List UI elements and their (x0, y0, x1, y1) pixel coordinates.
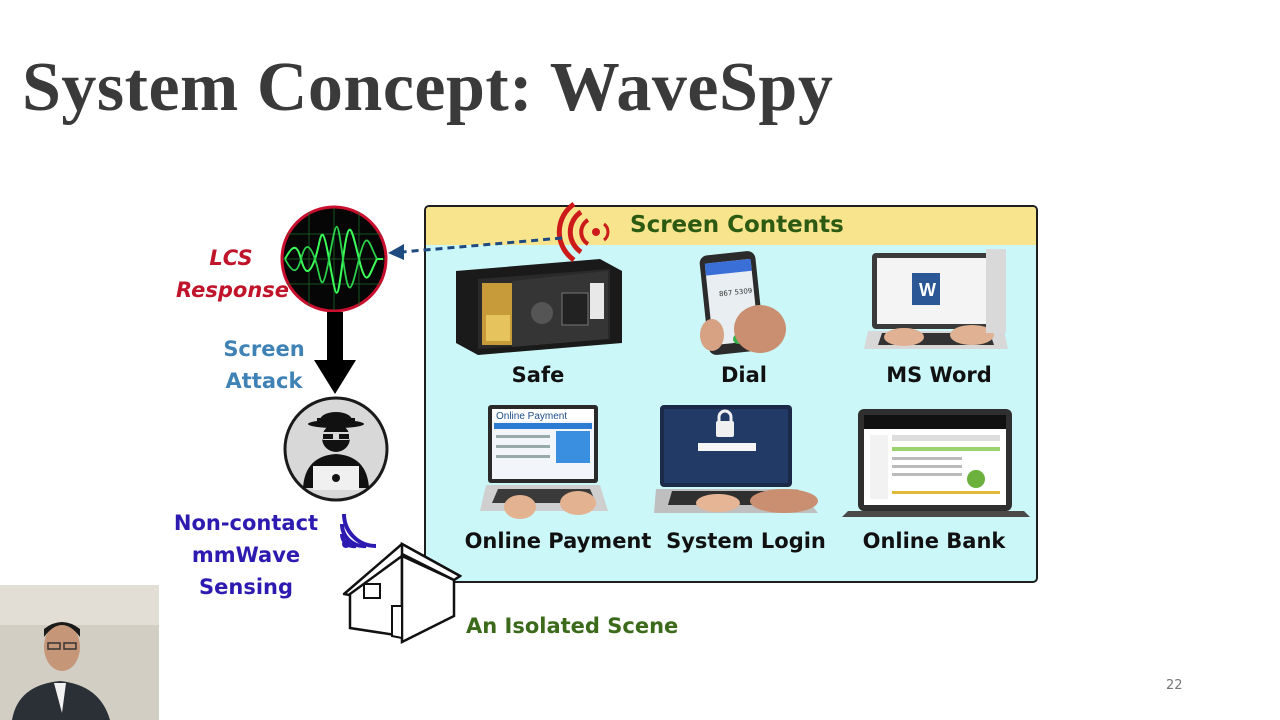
safe-icon (456, 259, 622, 355)
panel-title: Screen Contents (630, 212, 844, 238)
svg-text:W: W (919, 280, 936, 300)
panel-header (426, 207, 1036, 245)
screen-attack-label: Screen Attack (214, 333, 314, 397)
laptop-login-icon (654, 405, 818, 513)
down-arrow (314, 312, 356, 394)
item-label-online-bank: Online Bank (862, 529, 1006, 553)
laptop-payment-icon: Online Payment (480, 405, 608, 519)
page-number: 22 (1166, 678, 1183, 693)
laptop-bank-icon (842, 409, 1030, 517)
isolated-scene-label: An Isolated Scene (466, 614, 679, 638)
sensing-line3: Sensing (199, 575, 293, 599)
house-icon (342, 541, 463, 645)
sensing-line1: Non-contact (173, 511, 319, 535)
sensing-line2: mmWave (191, 543, 301, 567)
presenter-webcam (0, 585, 159, 720)
dashed-arrow (388, 236, 563, 260)
hacker-icon (283, 396, 389, 502)
item-label-dial: Dial (721, 363, 767, 387)
laptop-word-icon: W (864, 249, 1008, 349)
slide-title: System Concept: WaveSpy (22, 49, 834, 126)
item-label-msword: MS Word (886, 363, 992, 387)
mmwave-signal-icon (339, 513, 377, 549)
lcs-waveform-icon (280, 205, 388, 313)
payment-screen-title: Online Payment (496, 411, 567, 422)
attack-line1: Screen (223, 337, 305, 361)
phone-dial-icon: 867 5309 (699, 251, 786, 355)
item-label-online-payment: Online Payment (464, 529, 652, 553)
dial-number: 867 5309 (719, 287, 753, 298)
emission-waves-icon (556, 201, 610, 263)
item-label-system-login: System Login (666, 529, 826, 553)
mmwave-sensing-label: Non-contact mmWave Sensing (168, 507, 324, 603)
screen-contents-panel: Screen Contents Safe 867 5309 Dial W MS … (424, 205, 1038, 583)
lcs-line2: Response (176, 278, 290, 302)
lcs-line1: LCS (209, 246, 253, 270)
lcs-response-label: LCS Response (176, 242, 290, 306)
presenter-image (0, 585, 159, 720)
item-label-safe: Safe (511, 363, 565, 387)
attack-line2: Attack (225, 369, 303, 393)
